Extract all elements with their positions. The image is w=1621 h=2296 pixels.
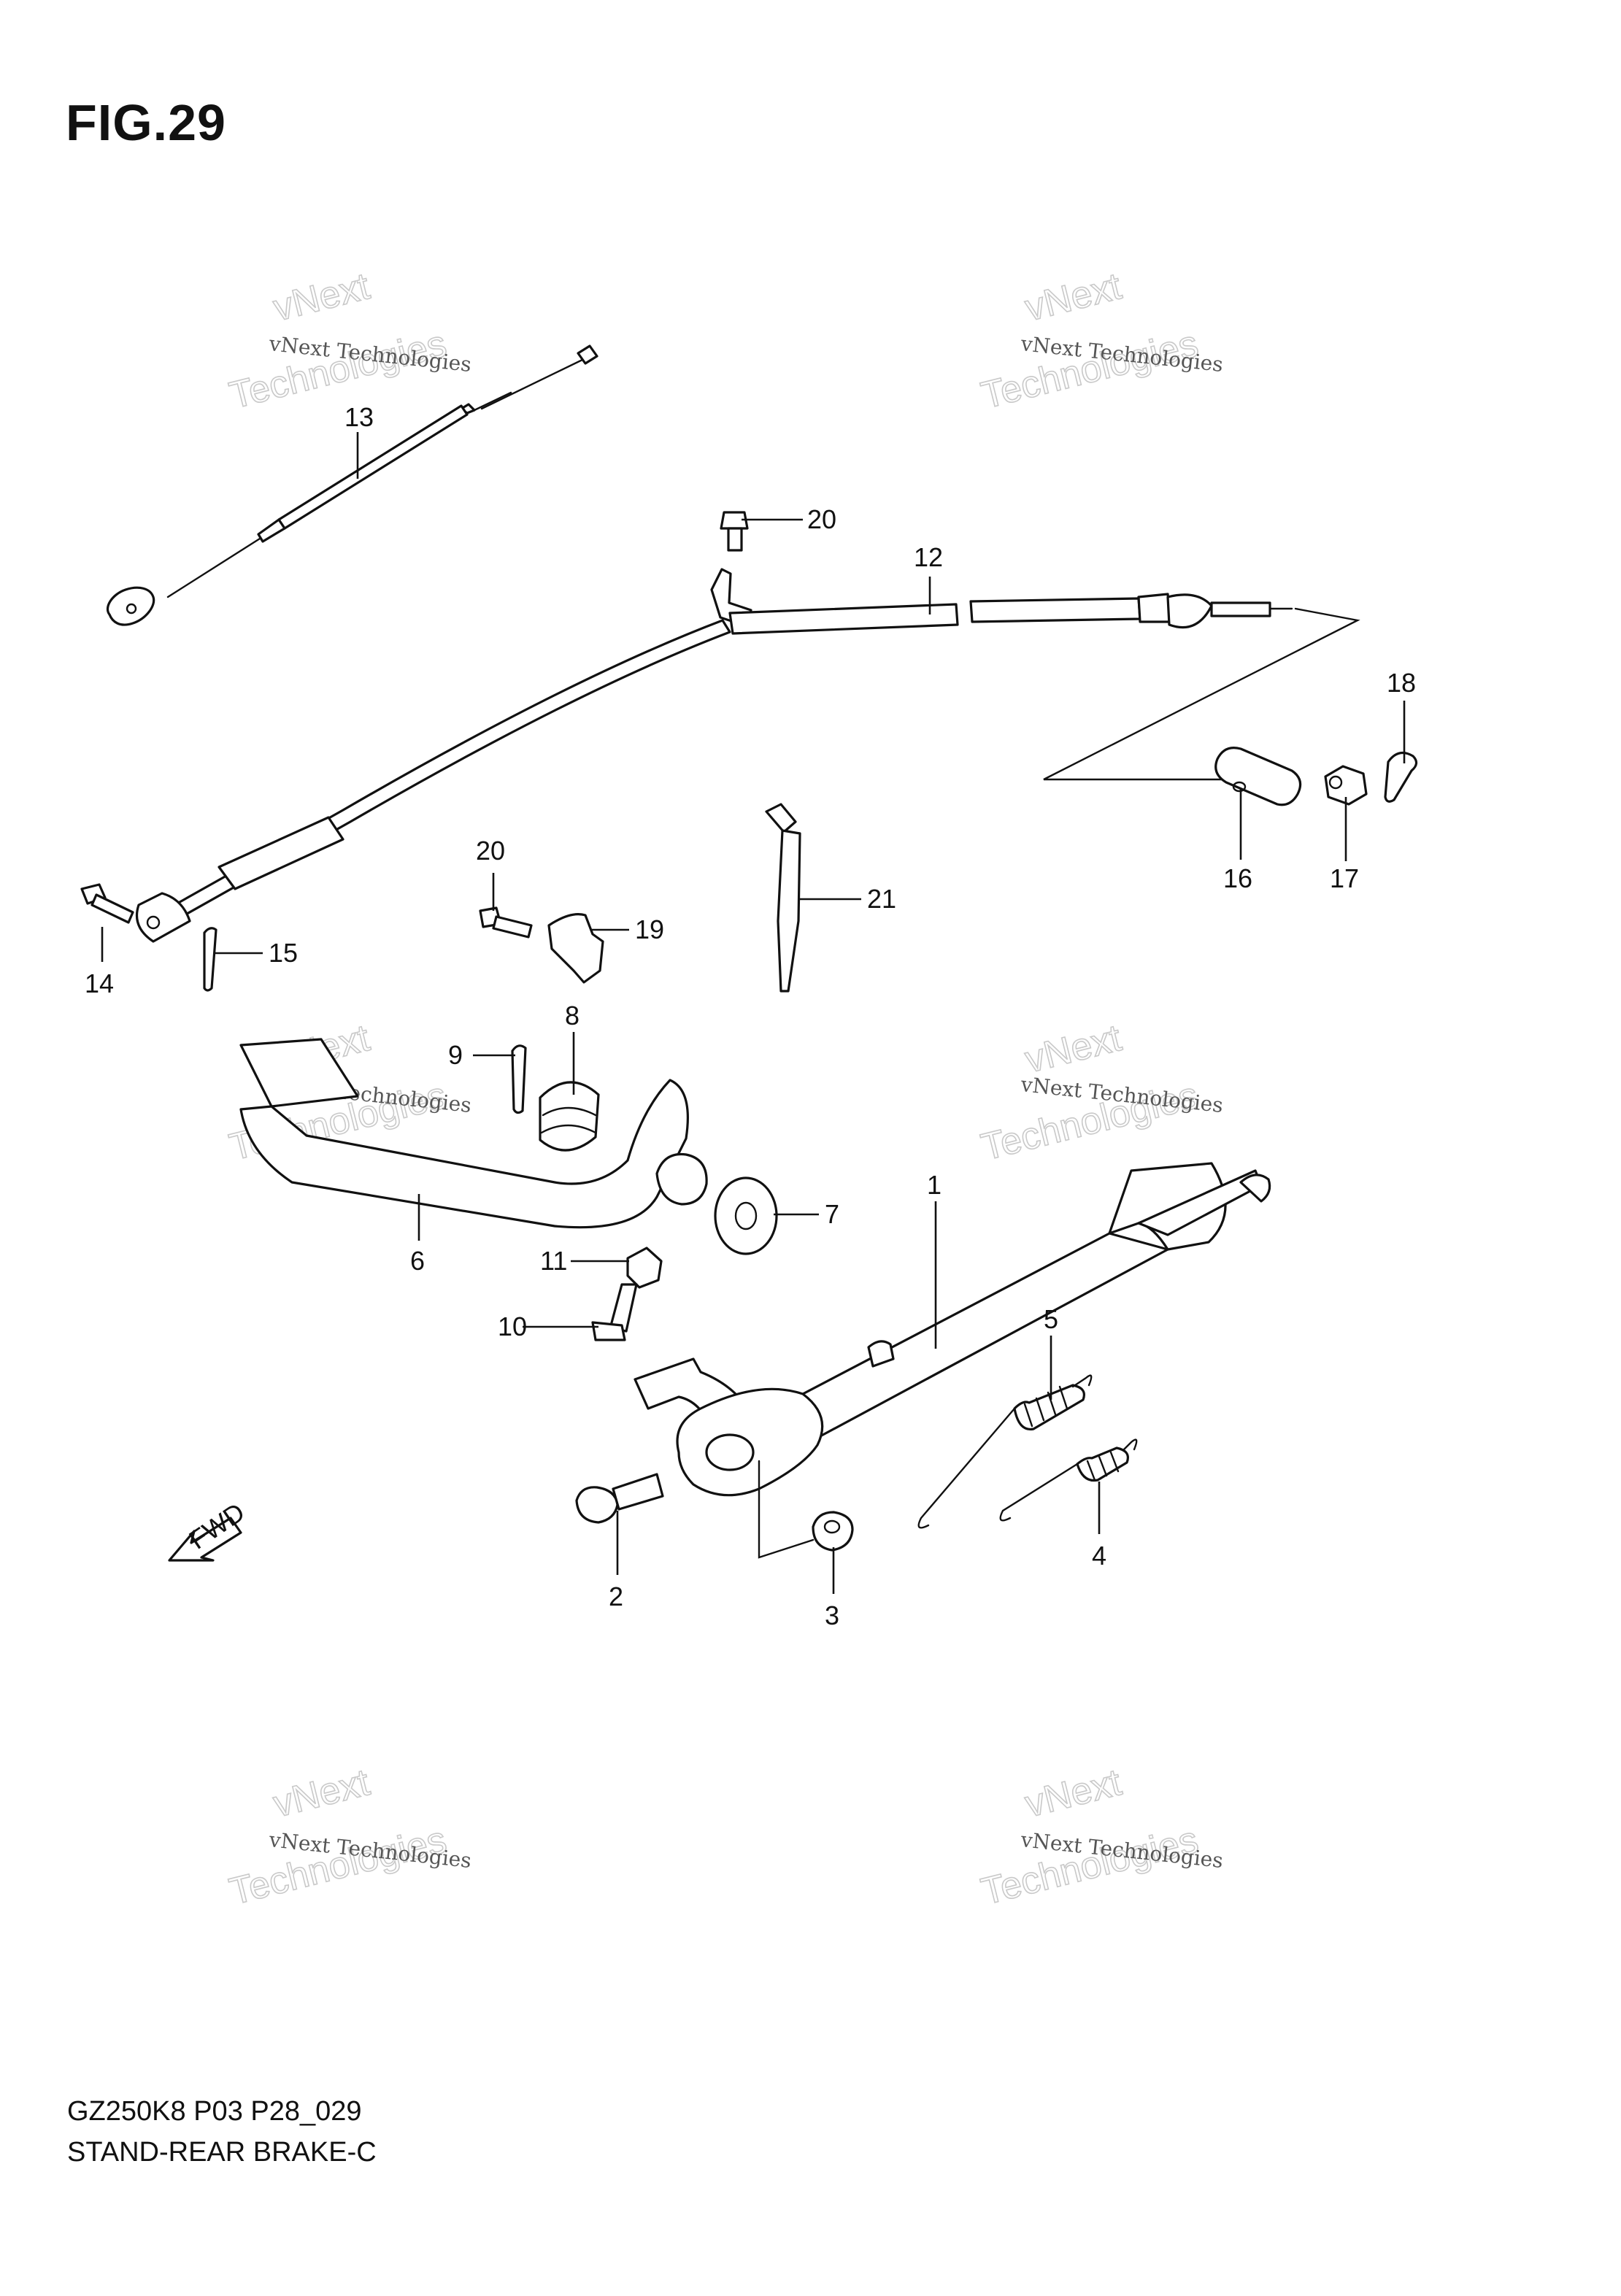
part-12-brake-cable [135, 568, 1293, 943]
callout-18: 18 [1387, 668, 1416, 698]
callout-13: 13 [344, 402, 374, 432]
callout-labels: 13 20 12 18 16 17 21 20 19 14 15 8 9 6 7… [85, 402, 1416, 1630]
svg-text:vNext: vNext [1021, 1017, 1126, 1082]
callout-2: 2 [609, 1582, 623, 1611]
part-16-joint [1214, 747, 1302, 806]
part-2-pivot-bolt [575, 1473, 664, 1524]
callout-15: 15 [269, 938, 298, 968]
callout-11: 11 [540, 1246, 567, 1276]
svg-text:vNext: vNext [1021, 265, 1126, 330]
callout-4: 4 [1092, 1541, 1106, 1571]
svg-text:vNext: vNext [269, 1761, 374, 1826]
watermark-mid-right: vNext Technologies vNext Technologies [977, 1016, 1224, 1169]
callout-19: 19 [635, 914, 664, 944]
callout-20-mid: 20 [476, 836, 505, 866]
part-4-spring [999, 1438, 1138, 1522]
part-8-spring [539, 1081, 600, 1152]
leader-lines [101, 432, 1406, 1594]
part-21-cable-tie [765, 803, 801, 993]
callout-8: 8 [565, 1001, 580, 1030]
diagram-name: STAND-REAR BRAKE-C [67, 2137, 377, 2168]
callout-12: 12 [914, 542, 943, 572]
part-20-bolt-top [720, 511, 749, 552]
diagram-code: GZ250K8 P03 P28_029 [67, 2096, 362, 2127]
svg-text:vNext: vNext [1021, 1761, 1126, 1826]
svg-text:vNext: vNext [269, 265, 374, 330]
exploded-view-line-12 [1043, 607, 1360, 781]
callout-21: 21 [867, 884, 896, 914]
figure-title: FIG.29 [66, 94, 226, 151]
watermark-top-right: vNext Technologies vNext Technologies [977, 264, 1224, 417]
callout-3: 3 [825, 1600, 839, 1630]
part-9-pin [511, 1044, 527, 1114]
part-15-cotter-pin [203, 927, 217, 992]
part-17-nut [1324, 765, 1368, 806]
callout-7: 7 [825, 1199, 839, 1229]
callout-10: 10 [498, 1311, 527, 1341]
callout-14: 14 [85, 968, 114, 998]
part-6-brake-pedal [239, 1038, 708, 1229]
part-19-clamp [547, 913, 604, 984]
fwd-arrow-icon: FWD [168, 1497, 250, 1562]
part-5-spring [917, 1374, 1093, 1529]
part-7-washer [714, 1176, 778, 1255]
watermark-bottom-left: vNext Technologies vNext Technologies [225, 1760, 472, 1914]
part-13-rod [106, 344, 598, 626]
part-10-bolt [591, 1283, 638, 1341]
callout-17: 17 [1330, 863, 1359, 893]
callout-9: 9 [448, 1040, 463, 1070]
callout-20-top: 20 [807, 504, 836, 534]
callout-6: 6 [410, 1246, 425, 1276]
callout-16: 16 [1223, 863, 1252, 893]
part-20-bolt-mid [479, 906, 533, 939]
part-11-nut [626, 1247, 663, 1289]
watermark-top-left: vNext Technologies vNext Technologies [225, 264, 472, 417]
callout-5: 5 [1044, 1304, 1058, 1334]
exploded-view-line-3 [758, 1460, 815, 1559]
part-1-side-stand [634, 1162, 1271, 1497]
part-3-nut [812, 1511, 854, 1552]
callout-1: 1 [927, 1170, 942, 1200]
part-18-clip [1384, 751, 1418, 803]
part-14-bolt [80, 883, 134, 924]
watermark-bottom-right: vNext Technologies vNext Technologies [977, 1760, 1224, 1914]
